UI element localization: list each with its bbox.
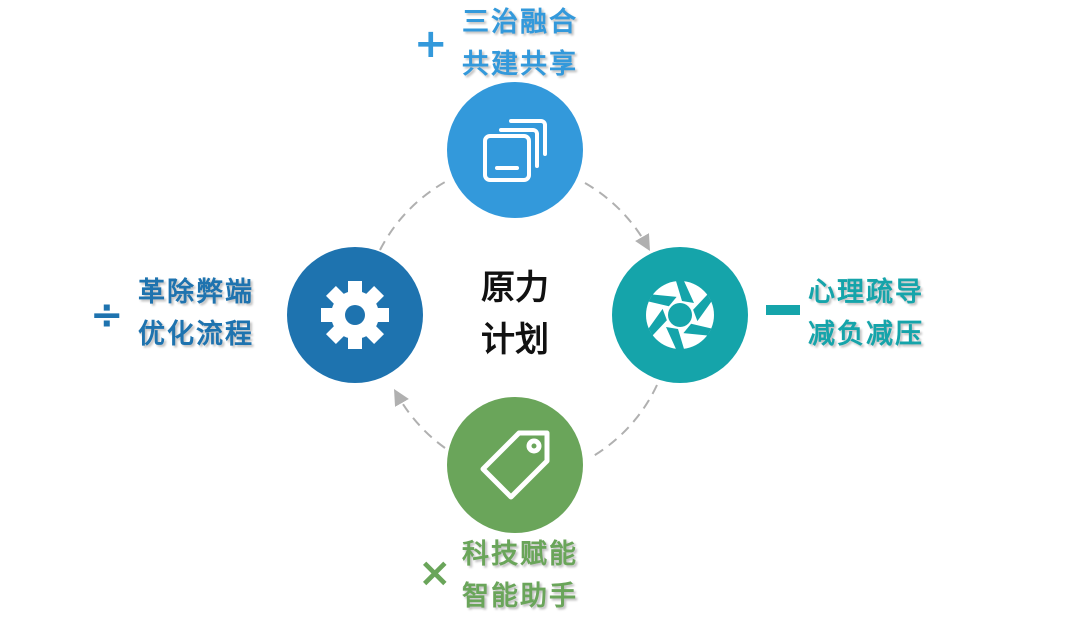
center-line2: 计划 — [481, 320, 549, 360]
label-line: 心理疏导 — [808, 277, 924, 308]
label-line: 共建共享 — [462, 49, 578, 80]
divide-icon: ÷ — [90, 292, 124, 338]
tag-icon — [480, 430, 550, 500]
label-line: 科技赋能 — [462, 539, 578, 570]
center-line1: 原力 — [481, 268, 549, 308]
multiply-icon: × — [418, 550, 452, 596]
node-top-circle[interactable] — [447, 82, 583, 218]
node-left-circle[interactable] — [287, 247, 423, 383]
label-line: 智能助手 — [462, 581, 578, 612]
aperture-icon — [646, 281, 714, 349]
node-right-circle[interactable] — [612, 247, 748, 383]
label-line: 优化流程 — [138, 319, 254, 350]
node-bottom-circle[interactable] — [447, 397, 583, 533]
plus-icon: + — [414, 21, 448, 67]
node-right-label: 心理疏导 减负减压 — [808, 272, 924, 356]
gear-icon — [321, 281, 389, 349]
center-title: 原力 计划 — [465, 262, 565, 366]
node-top-label: 三治融合 共建共享 — [462, 2, 578, 86]
label-line: 革除弊端 — [138, 277, 254, 308]
arc-bottom-left — [394, 389, 446, 449]
node-left-label: 革除弊端 优化流程 — [138, 272, 254, 356]
node-bottom-label: 科技赋能 智能助手 — [462, 534, 578, 618]
minus-icon — [766, 305, 800, 315]
label-line: 三治融合 — [462, 7, 578, 38]
arc-right-bottom — [589, 384, 658, 459]
copy-layers-icon — [483, 119, 547, 182]
label-line: 减负减压 — [808, 319, 924, 350]
arc-top-right — [584, 182, 650, 251]
arc-left-top — [379, 181, 446, 251]
